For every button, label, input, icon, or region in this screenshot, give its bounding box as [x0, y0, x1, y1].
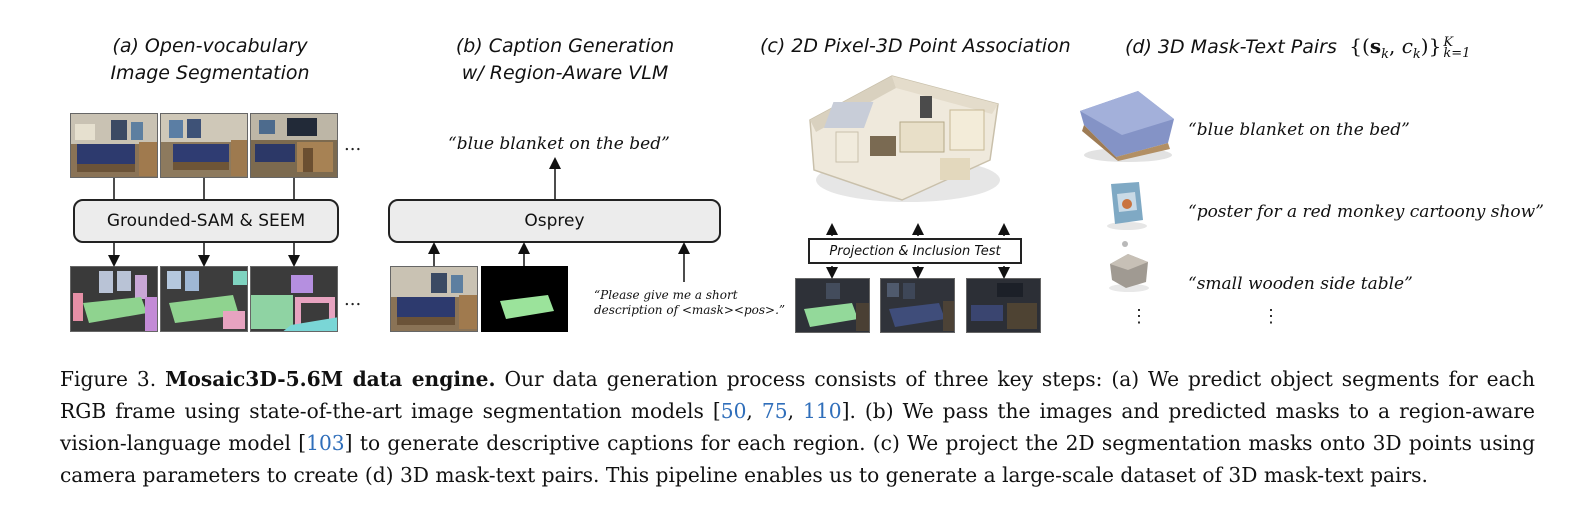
- mask-frame-1: [70, 266, 158, 332]
- pair-caption-1: “blue blanket on the bed”: [1188, 120, 1410, 140]
- blanket-3d-mask: [1076, 85, 1176, 165]
- panel-b-title: (b) Caption Generation w/ Region-Aware V…: [455, 35, 675, 84]
- citation-110[interactable]: 110: [803, 399, 842, 423]
- projection-frame-1: [795, 278, 870, 333]
- scene-3d-render: [800, 62, 1010, 212]
- mask-frame-3: [250, 266, 338, 332]
- osprey-input-image: [390, 266, 478, 332]
- panel-a-title: (a) Open-vocabulary Image Segmentation: [110, 35, 310, 84]
- rgb-frame-2: [160, 113, 248, 178]
- masks-vdots: ⋮: [1130, 306, 1148, 327]
- osprey-input-mask: [481, 266, 568, 332]
- citation-75[interactable]: 75: [761, 399, 788, 423]
- projection-inclusion-test-box: Projection & Inclusion Test: [808, 238, 1022, 264]
- frames-ellipsis: ...: [344, 134, 362, 155]
- citation-103[interactable]: 103: [306, 431, 345, 455]
- pair-caption-2: “poster for a red monkey cartoony show”: [1188, 202, 1544, 222]
- panel-c-title: (c) 2D Pixel-3D Point Association: [760, 35, 1071, 57]
- pair-caption-3: “small wooden side table”: [1188, 274, 1413, 294]
- mask-frame-2: [160, 266, 248, 332]
- poster-3d-mask: [1105, 180, 1149, 230]
- captions-vdots: ⋮: [1262, 306, 1280, 327]
- projection-frame-3: [966, 278, 1041, 333]
- osprey-output-caption: “blue blanket on the bed”: [448, 134, 670, 154]
- osprey-prompt: “Please give me a short description of <…: [594, 288, 786, 317]
- grounded-sam-seem-box: Grounded-SAM & SEEM: [73, 199, 339, 243]
- figure-caption-title: Mosaic3D-5.6M data engine.: [165, 367, 496, 391]
- rgb-frame-3: [250, 113, 338, 178]
- side-table-3d-mask: [1106, 238, 1152, 294]
- rgb-frame-1: [70, 113, 158, 178]
- masks-ellipsis: ...: [344, 289, 362, 310]
- figure-caption: Figure 3. Mosaic3D-5.6M data engine. Our…: [60, 367, 1535, 487]
- figure-label: Figure 3.: [60, 367, 157, 391]
- citation-50[interactable]: 50: [720, 399, 747, 423]
- projection-frame-2: [880, 278, 955, 333]
- osprey-box: Osprey: [388, 199, 721, 243]
